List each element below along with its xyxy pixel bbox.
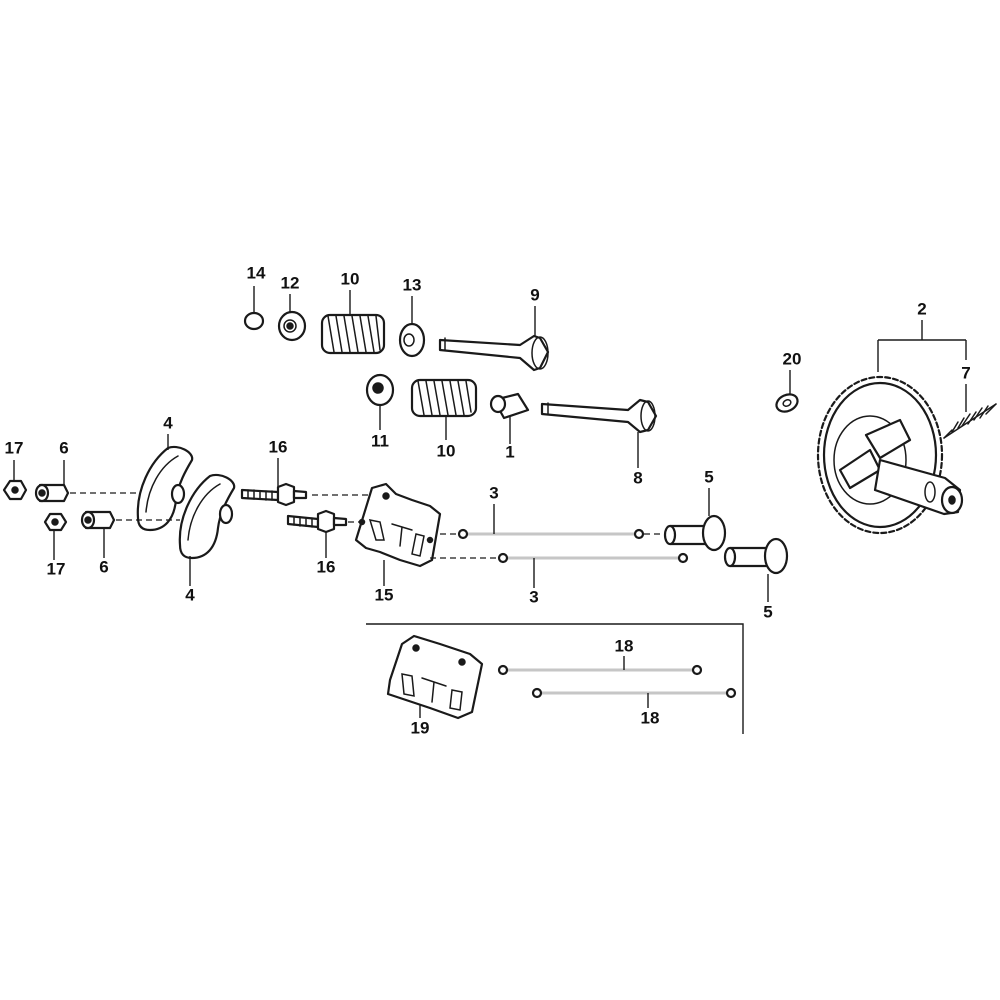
callout-11: 11 xyxy=(371,431,389,450)
part-16-adjuster-bolt-lower xyxy=(286,509,348,534)
part-6-pivot-lower xyxy=(80,510,116,530)
part-13-valve-seal xyxy=(398,322,426,358)
part-9-intake-valve xyxy=(438,334,550,372)
part-1-valve-guide xyxy=(489,392,530,420)
part-8-exhaust-valve xyxy=(540,398,658,434)
part-2-camshaft-assembly xyxy=(816,375,964,535)
part-16-adjuster-bolt-upper xyxy=(240,482,308,507)
part-20-washer xyxy=(775,393,799,413)
callout-4-upper: 4 xyxy=(163,413,173,432)
callout-7: 7 xyxy=(961,363,970,382)
part-3-pushrod-upper xyxy=(457,528,645,540)
callout-8: 8 xyxy=(633,468,642,487)
part-12-spring-retainer xyxy=(277,310,307,342)
part-17-nut-upper xyxy=(2,479,28,501)
part-19-guide-plate xyxy=(386,634,484,720)
callout-16-lower: 16 xyxy=(317,557,336,576)
callout-14: 14 xyxy=(247,263,266,282)
callout-17-lower: 17 xyxy=(47,559,66,578)
callout-4-lower: 4 xyxy=(185,585,195,604)
callout-1: 1 xyxy=(505,442,514,461)
callout-18-lower: 18 xyxy=(641,708,660,727)
callout-3-upper: 3 xyxy=(489,483,498,502)
part-11-valve-seal xyxy=(365,373,395,407)
callout-16-upper: 16 xyxy=(269,437,288,456)
callout-19: 19 xyxy=(411,718,430,737)
callout-5-upper: 5 xyxy=(704,467,713,486)
part-15-pushrod-guide-plate xyxy=(354,482,442,568)
part-3-pushrod-lower xyxy=(497,552,689,564)
leader-lines xyxy=(13,286,967,718)
part-18-pushrod-lower xyxy=(531,687,737,699)
callout-6-upper: 6 xyxy=(59,438,68,457)
part-10-valve-spring-upper xyxy=(320,313,386,355)
callout-9: 9 xyxy=(530,285,539,304)
callout-12: 12 xyxy=(281,273,300,292)
part-17-nut-lower xyxy=(43,512,68,532)
part-4-rocker-arm-upper xyxy=(136,445,194,532)
part-18-pushrod-upper xyxy=(497,664,703,676)
part-5-tappet-lower xyxy=(723,537,789,575)
callout-2: 2 xyxy=(917,299,926,318)
part-6-pivot-upper xyxy=(34,483,70,503)
part-10-valve-spring-lower xyxy=(410,378,478,418)
optional-parts-box xyxy=(366,623,744,734)
part-7-decompressor-spring xyxy=(943,403,997,439)
callout-6-lower: 6 xyxy=(99,557,108,576)
callout-5-lower: 5 xyxy=(763,602,772,621)
callout-18-upper: 18 xyxy=(615,636,634,655)
callout-20: 20 xyxy=(783,349,802,368)
callout-15: 15 xyxy=(375,585,394,604)
part-14-valve-cap xyxy=(243,311,265,331)
callout-17-upper: 17 xyxy=(5,438,24,457)
callout-10-lower: 10 xyxy=(437,441,456,460)
callout-3-lower: 3 xyxy=(529,587,538,606)
callout-13: 13 xyxy=(403,275,422,294)
callout-10-upper: 10 xyxy=(341,269,360,288)
part-4-rocker-arm-lower xyxy=(178,473,236,560)
part-5-tappet-upper xyxy=(663,514,727,552)
